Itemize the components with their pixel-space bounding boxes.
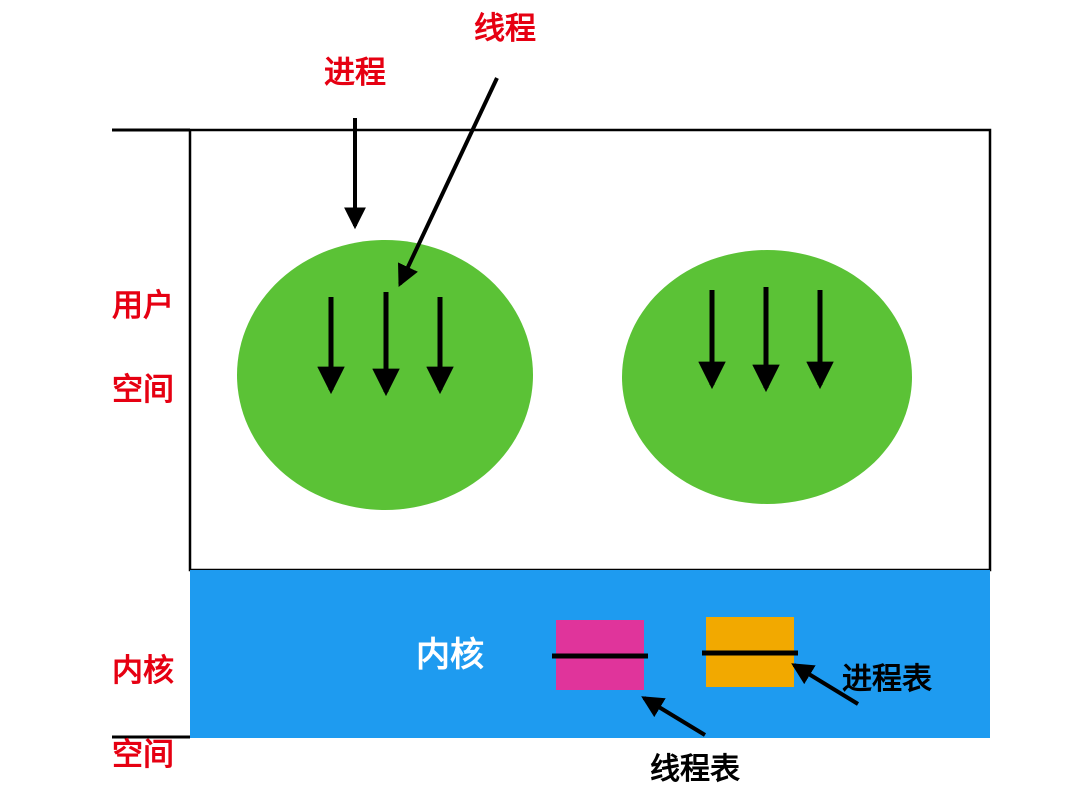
user-space-label: 用户 空间	[88, 243, 198, 410]
process-table-label: 进程表	[842, 663, 932, 696]
user-space-label-line1: 用户	[112, 287, 174, 323]
kernel-space-label: 内核 空间	[88, 608, 198, 775]
user-space-label-line2: 空间	[112, 371, 174, 407]
thread-label: 线程	[474, 11, 536, 46]
kernel-space-label-line1: 内核	[112, 652, 174, 688]
kernel-space-label-line2: 空间	[112, 736, 174, 772]
process-label: 进程	[324, 55, 386, 90]
thread-pointer-arrow	[398, 77, 499, 287]
kernel-label: 内核	[416, 636, 484, 674]
process-table-pointer-arrow	[791, 663, 860, 706]
thread-table-label: 线程表	[650, 753, 740, 786]
thread-table-pointer-arrow	[641, 696, 707, 737]
